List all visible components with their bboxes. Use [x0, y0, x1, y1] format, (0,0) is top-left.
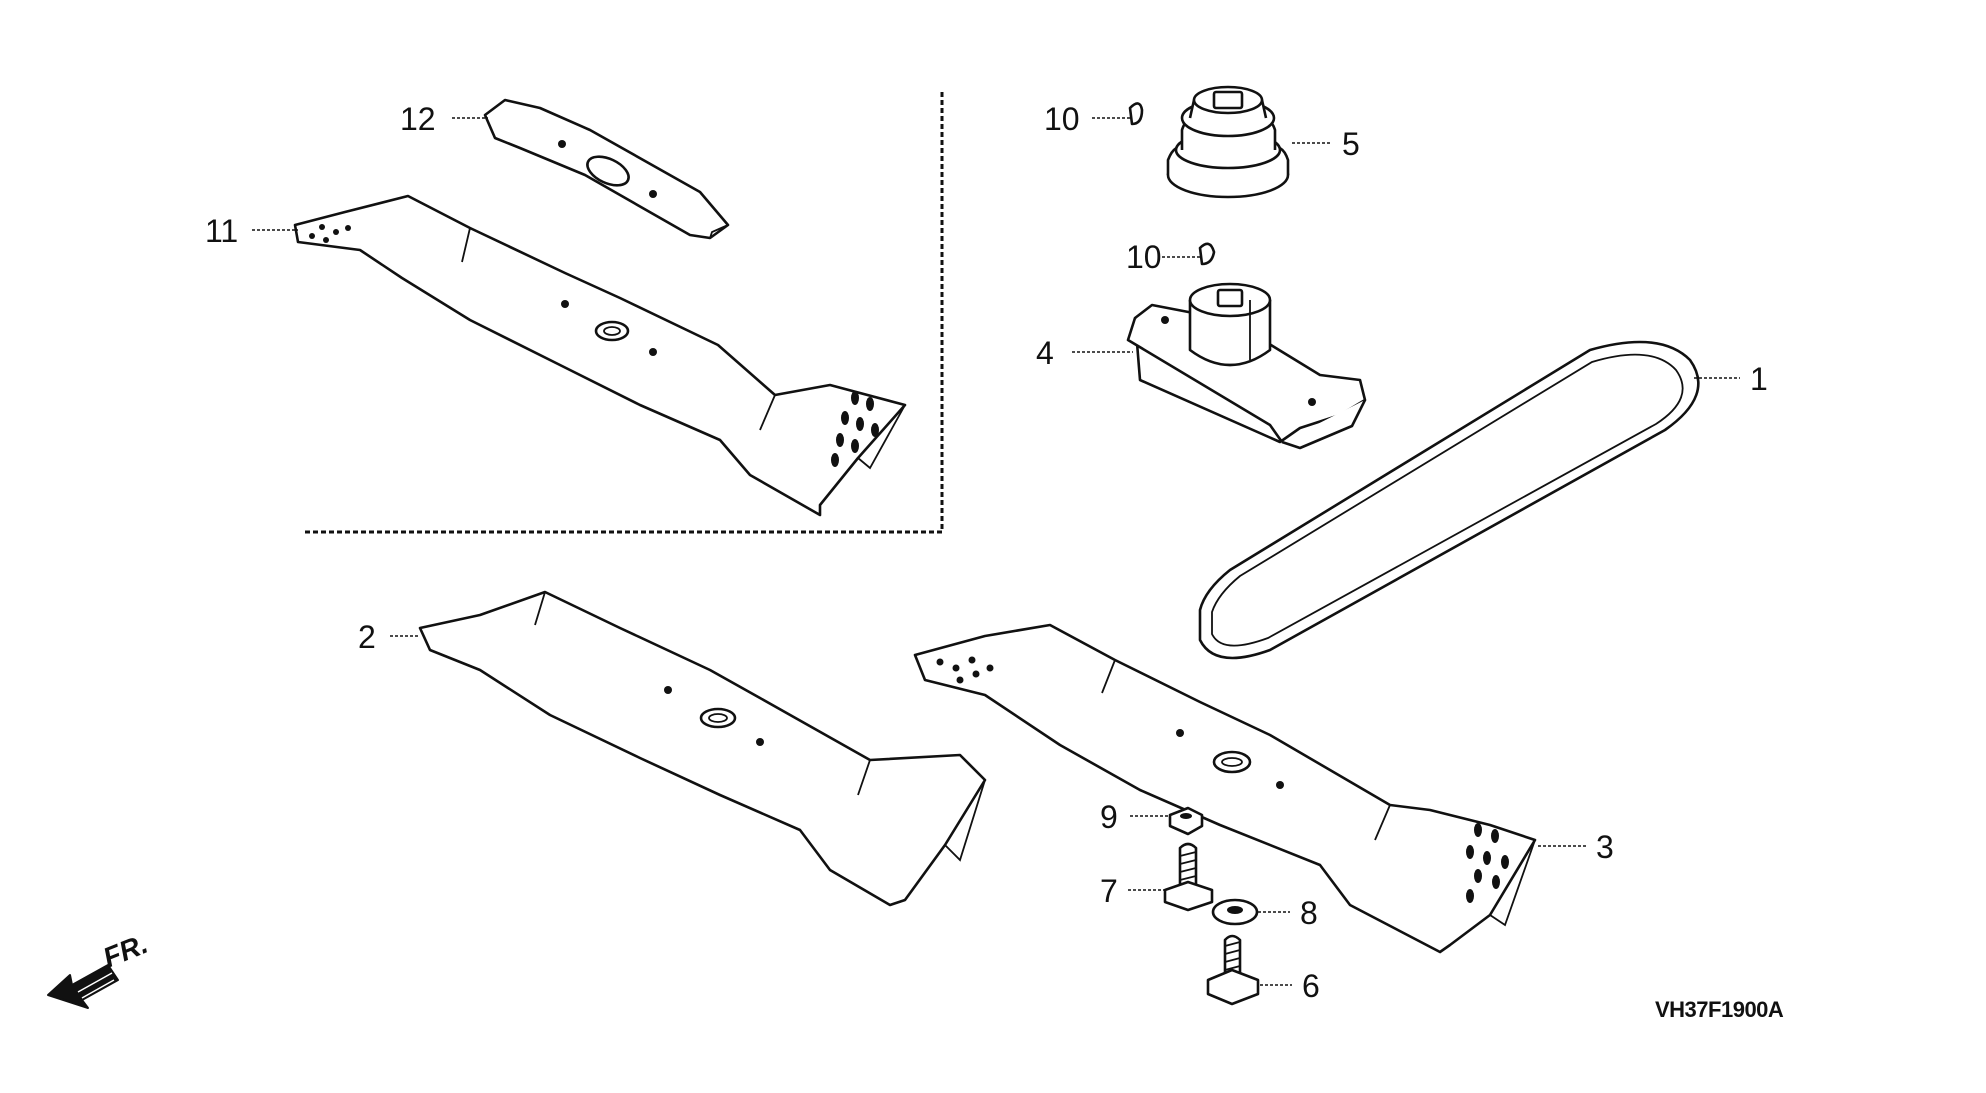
belt-1 — [1198, 340, 1700, 660]
bolt-6 — [1206, 934, 1260, 1006]
callout-10-lower: 10 — [1126, 239, 1162, 275]
callout-2: 2 — [358, 619, 376, 655]
callout-9: 9 — [1100, 799, 1118, 835]
key-10-top — [1128, 102, 1144, 126]
leader-lines — [252, 117, 1740, 986]
callout-labels: 12 11 10 5 10 4 1 2 9 7 8 6 3 — [205, 101, 1768, 1004]
blade-2 — [418, 590, 987, 907]
callout-12: 12 — [400, 101, 436, 137]
washer-8 — [1211, 898, 1259, 926]
bolt-7 — [1163, 842, 1214, 912]
callout-5: 5 — [1342, 126, 1360, 162]
drawing-code: VH37F1900A — [1655, 997, 1784, 1022]
pulley-5 — [1166, 85, 1290, 199]
callout-4: 4 — [1036, 335, 1054, 371]
callout-11: 11 — [205, 213, 238, 249]
callout-1: 1 — [1750, 361, 1768, 397]
key-10-lower — [1198, 242, 1216, 266]
callout-8: 8 — [1300, 895, 1318, 931]
callout-7: 7 — [1100, 873, 1118, 909]
front-direction-label: FR. — [99, 928, 152, 974]
callout-10-top: 10 — [1044, 101, 1080, 137]
mulching-blade-11 — [293, 194, 907, 517]
blade-holder-4 — [1126, 282, 1367, 450]
nut-9 — [1168, 806, 1204, 836]
front-direction-arrow-icon — [47, 964, 119, 1009]
mulching-blade-3 — [913, 623, 1537, 954]
callout-3: 3 — [1596, 829, 1614, 865]
inset-frame — [305, 92, 944, 534]
blade-plate-12 — [483, 98, 730, 240]
callout-6: 6 — [1302, 968, 1320, 1004]
